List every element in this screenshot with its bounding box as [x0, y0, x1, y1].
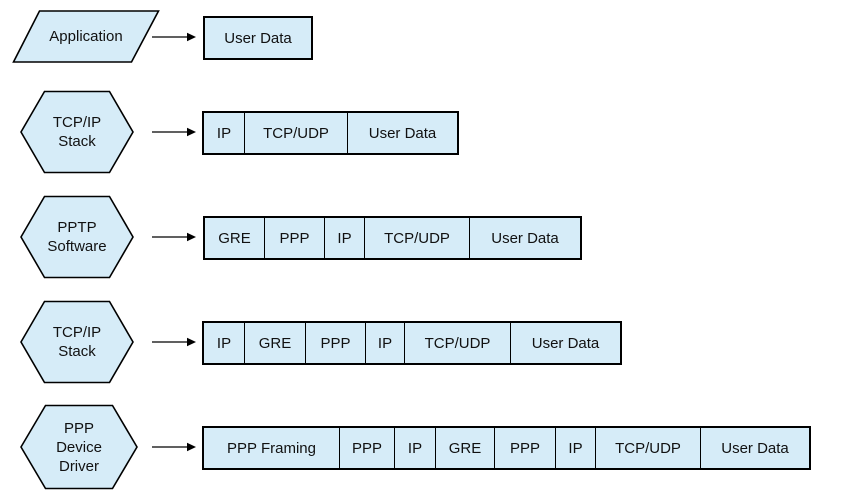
arrow-right-icon	[152, 442, 196, 452]
arrow-right-icon	[152, 32, 196, 42]
stage-shape-tcpip-stack: TCP/IP Stack	[20, 90, 134, 174]
packet-row: User Data	[203, 16, 313, 60]
stage-shape-tcpip-stack: TCP/IP Stack	[20, 300, 134, 384]
hexagon-icon	[20, 195, 134, 279]
packet-segment-tcp-udp: TCP/UDP	[404, 323, 510, 363]
packet-segment-ppp: PPP	[264, 218, 324, 258]
packet-segment-ppp: PPP	[494, 428, 555, 468]
packet-row: IP GRE PPP IP TCP/UDP User Data	[202, 321, 622, 365]
packet-segment-user-data: User Data	[510, 323, 620, 363]
arrow-right-icon	[152, 337, 196, 347]
packet-segment-gre: GRE	[244, 323, 305, 363]
packet-segment-tcp-udp: TCP/UDP	[244, 113, 347, 153]
packet-segment-ip: IP	[204, 113, 244, 153]
hexagon-icon	[20, 90, 134, 174]
packet-segment-ip: IP	[394, 428, 435, 468]
packet-row: GRE PPP IP TCP/UDP User Data	[203, 216, 582, 260]
parallelogram-icon	[12, 10, 160, 63]
stage-shape-ppp-device-driver: PPP Device Driver	[20, 404, 138, 490]
packet-segment-tcp-udp: TCP/UDP	[595, 428, 700, 468]
hexagon-icon	[20, 404, 138, 490]
packet-segment-user-data: User Data	[347, 113, 457, 153]
packet-segment-gre: GRE	[205, 218, 264, 258]
packet-segment-ppp: PPP	[305, 323, 365, 363]
stage-shape-pptp-software: PPTP Software	[20, 195, 134, 279]
packet-segment-gre: GRE	[435, 428, 494, 468]
packet-segment-ip: IP	[204, 323, 244, 363]
packet-row: PPP Framing PPP IP GRE PPP IP TCP/UDP Us…	[202, 426, 811, 470]
packet-segment-user-data: User Data	[205, 18, 311, 58]
packet-segment-user-data: User Data	[700, 428, 809, 468]
packet-segment-ip: IP	[324, 218, 364, 258]
packet-segment-ppp-framing: PPP Framing	[204, 428, 339, 468]
arrow-right-icon	[152, 232, 196, 242]
packet-segment-ip: IP	[555, 428, 595, 468]
packet-segment-ip: IP	[365, 323, 404, 363]
arrow-right-icon	[152, 127, 196, 137]
packet-segment-tcp-udp: TCP/UDP	[364, 218, 469, 258]
packet-segment-ppp: PPP	[339, 428, 394, 468]
packet-row: IP TCP/UDP User Data	[202, 111, 459, 155]
stage-shape-application: Application	[12, 10, 160, 63]
hexagon-icon	[20, 300, 134, 384]
packet-segment-user-data: User Data	[469, 218, 580, 258]
